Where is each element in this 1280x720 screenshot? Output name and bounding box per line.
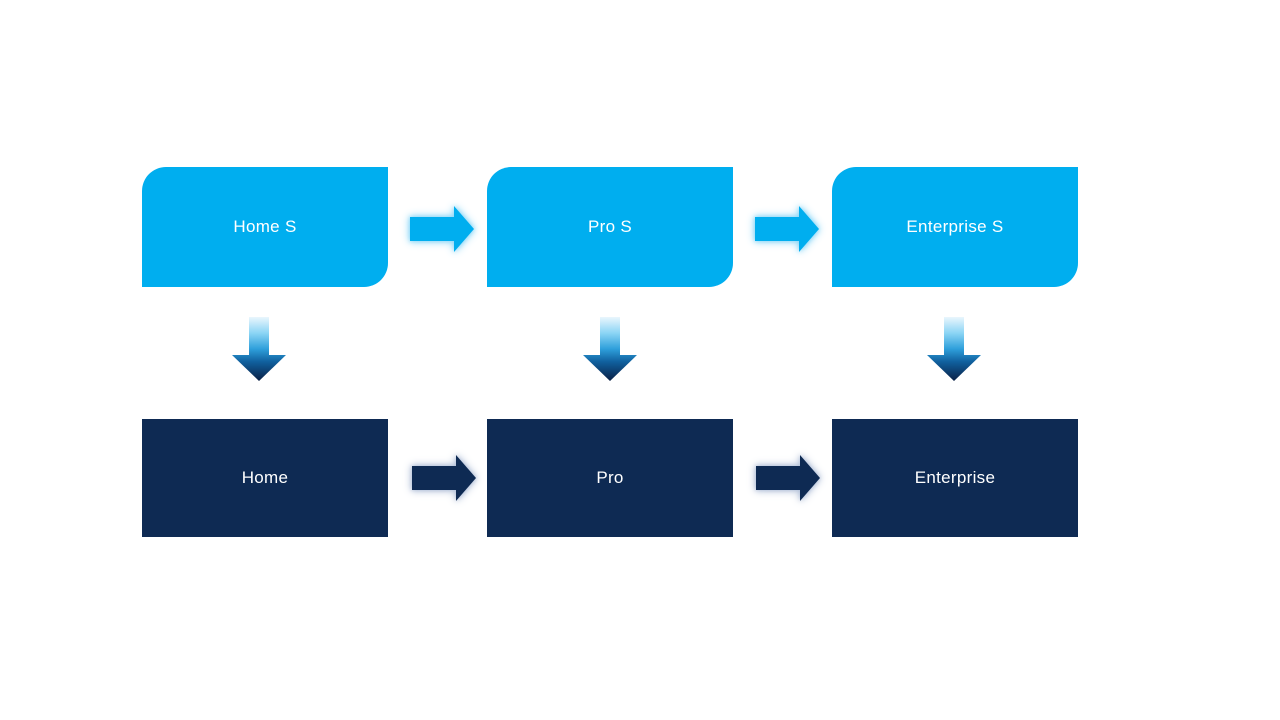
right-arrow-icon (756, 455, 820, 501)
top-box-enterprise-s-label: Enterprise S (906, 217, 1004, 236)
down-arrow-icon (583, 317, 637, 381)
top-box-enterprise-s: Enterprise S (832, 167, 1078, 287)
down-arrow-icon (232, 317, 286, 381)
bottom-box-pro-label: Pro (596, 468, 624, 487)
bottom-box-pro: Pro (487, 419, 733, 537)
bottom-box-home-label: Home (241, 468, 289, 487)
bottom-box-home: Home (142, 419, 388, 537)
right-arrow-icon (412, 455, 476, 501)
right-arrow-icon (410, 206, 474, 252)
top-box-pro-s: Pro S (487, 167, 733, 287)
right-arrow-icon (755, 206, 819, 252)
bottom-box-enterprise: Enterprise (832, 419, 1078, 537)
top-box-home-s: Home S (142, 167, 388, 287)
down-arrow-icon (927, 317, 981, 381)
top-box-pro-s-label: Pro S (587, 217, 633, 236)
bottom-box-enterprise-label: Enterprise (914, 468, 996, 487)
top-box-home-s-label: Home S (233, 217, 297, 236)
